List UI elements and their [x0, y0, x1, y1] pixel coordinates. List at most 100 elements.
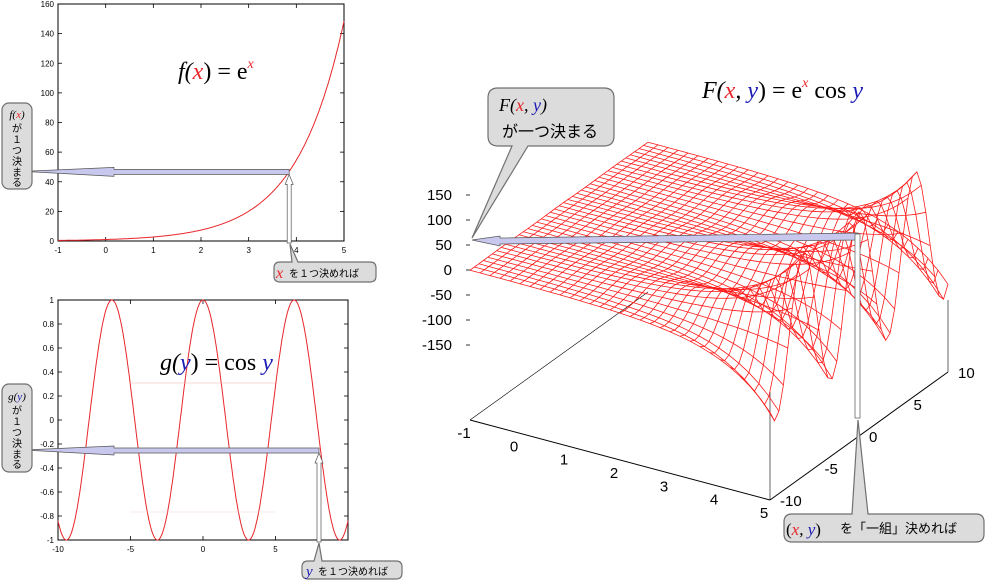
x-tick-label: 4	[710, 492, 718, 509]
callout-line: つ	[12, 428, 22, 439]
surface-input-arrow	[854, 233, 861, 419]
mesh-line	[479, 144, 659, 274]
surface-x-axis	[469, 419, 771, 501]
callout-y-text: を１つ決めれば	[318, 566, 388, 578]
mesh-line	[509, 152, 689, 282]
mesh-line	[619, 184, 799, 314]
plot-exp-frame	[57, 3, 345, 242]
y-tick-label: 100	[41, 89, 55, 98]
y-tick-label: 0	[50, 237, 55, 246]
y-tick-label: 0	[869, 429, 877, 446]
y-tick-label: 5	[914, 397, 922, 414]
cos-output-arrow	[23, 445, 320, 456]
mesh-line	[669, 203, 849, 333]
x-tick-label: 1	[151, 246, 156, 255]
mesh-line	[659, 199, 839, 328]
x-tick-label: 2	[199, 246, 204, 255]
y-tick-label: 0.8	[43, 320, 55, 329]
surface-back-axis	[469, 291, 649, 421]
mesh-line	[539, 160, 719, 290]
plot-cos-y-ticks: 10.80.60.40.20-0.2-0.4-0.6-0.8-1	[40, 296, 348, 545]
z-tick-label: -50	[430, 287, 452, 304]
surface-output-arrow	[471, 232, 859, 247]
y-tick-label: 0.2	[43, 392, 55, 401]
mesh-line	[579, 172, 759, 302]
mesh-line	[559, 166, 739, 296]
y-tick-label: 40	[45, 178, 54, 187]
y-tick-label: 1	[50, 296, 55, 305]
mesh-line	[487, 256, 788, 349]
x-tick-label: -5	[127, 545, 135, 554]
mesh-line	[759, 181, 939, 406]
z-tick-label: -100	[422, 312, 452, 329]
z-tick-label: 50	[435, 237, 452, 254]
mesh-line	[689, 207, 869, 342]
y-tick-label: -0.8	[40, 512, 54, 521]
surface-mesh	[469, 141, 949, 422]
callout-xy-label: (x, y)	[786, 520, 821, 539]
callout-Fxy-label: F(x, y)	[498, 95, 547, 116]
y-tick-label: -0.2	[40, 440, 54, 449]
cos-curve	[57, 299, 349, 541]
mesh-line	[519, 155, 699, 285]
mesh-line	[549, 163, 729, 293]
mesh-line	[629, 188, 809, 317]
y-tick-label: 60	[45, 148, 54, 157]
y-tick-label: -0.4	[40, 464, 54, 473]
exp-input-callout: x を１つ決めれば	[273, 243, 377, 283]
y-tick-label: 80	[45, 119, 54, 128]
exp-input-arrow	[284, 173, 294, 244]
mesh-line	[492, 253, 793, 313]
mesh-line	[499, 149, 679, 279]
surface-input-callout: (x, y) を「一組」決めれば	[783, 419, 985, 543]
z-tick-label: 150	[427, 187, 452, 204]
cos-output-callout: g(y) が １ つ 決 ま る	[1, 383, 33, 473]
y-tick-label: 0.4	[43, 368, 55, 377]
mesh-line	[699, 207, 879, 348]
x-tick-label: 0	[201, 545, 206, 554]
x-tick-label: -10	[52, 545, 64, 554]
x-tick-label: 5	[760, 505, 768, 522]
mesh-line	[478, 263, 780, 412]
plot-exp-title: f(x) = ex	[178, 57, 255, 85]
y-tick-label: 140	[41, 30, 55, 39]
callout-line: ま	[12, 167, 22, 179]
cos-input-callout: y を１つ決めれば	[301, 542, 403, 580]
callout-fx-label: f(x)	[9, 109, 25, 121]
plot-surface-title: F(x, y) = ex cos y	[701, 76, 863, 104]
callout-x-text: を１つ決めれば	[289, 268, 359, 280]
exp-curve	[57, 21, 345, 241]
plot-cos-x-ticks: -10 -5 0 5	[52, 300, 278, 554]
mesh-line	[749, 189, 929, 392]
callout-line: つ	[12, 146, 22, 157]
callout-line: が	[12, 404, 22, 417]
y-tick-label: 0.6	[43, 344, 55, 353]
plot-cos-title: g(y) = cos y	[160, 350, 273, 376]
x-tick-label: 0	[103, 246, 108, 255]
y-tick-label: 160	[41, 0, 55, 9]
z-tick-label: -150	[422, 337, 452, 354]
plot-cos-frame	[57, 299, 349, 541]
y-tick-label: -10	[780, 493, 802, 510]
x-tick-label: 4	[294, 246, 299, 255]
exp-output-arrow	[23, 167, 290, 177]
callout-line: １	[12, 417, 22, 428]
plot-surface: F(x, y) = ex cos y 150100500-50-100-150 …	[422, 76, 985, 543]
y-tick-label: 0	[50, 416, 55, 425]
x-tick-label: 5	[273, 545, 278, 554]
callout-line: る	[12, 459, 22, 471]
y-tick-label: -1	[47, 536, 55, 545]
callout-line: る	[12, 177, 22, 189]
mesh-line	[729, 200, 909, 370]
mesh-line	[469, 141, 649, 271]
y-tick-label: 120	[41, 59, 55, 68]
x-tick-label: 5	[342, 246, 347, 255]
mesh-line	[483, 260, 784, 386]
surface-output-callout: F(x, y) が一つ決まる	[471, 87, 615, 239]
cos-input-arrow	[314, 452, 324, 543]
y-tick-label: -5	[825, 461, 838, 478]
